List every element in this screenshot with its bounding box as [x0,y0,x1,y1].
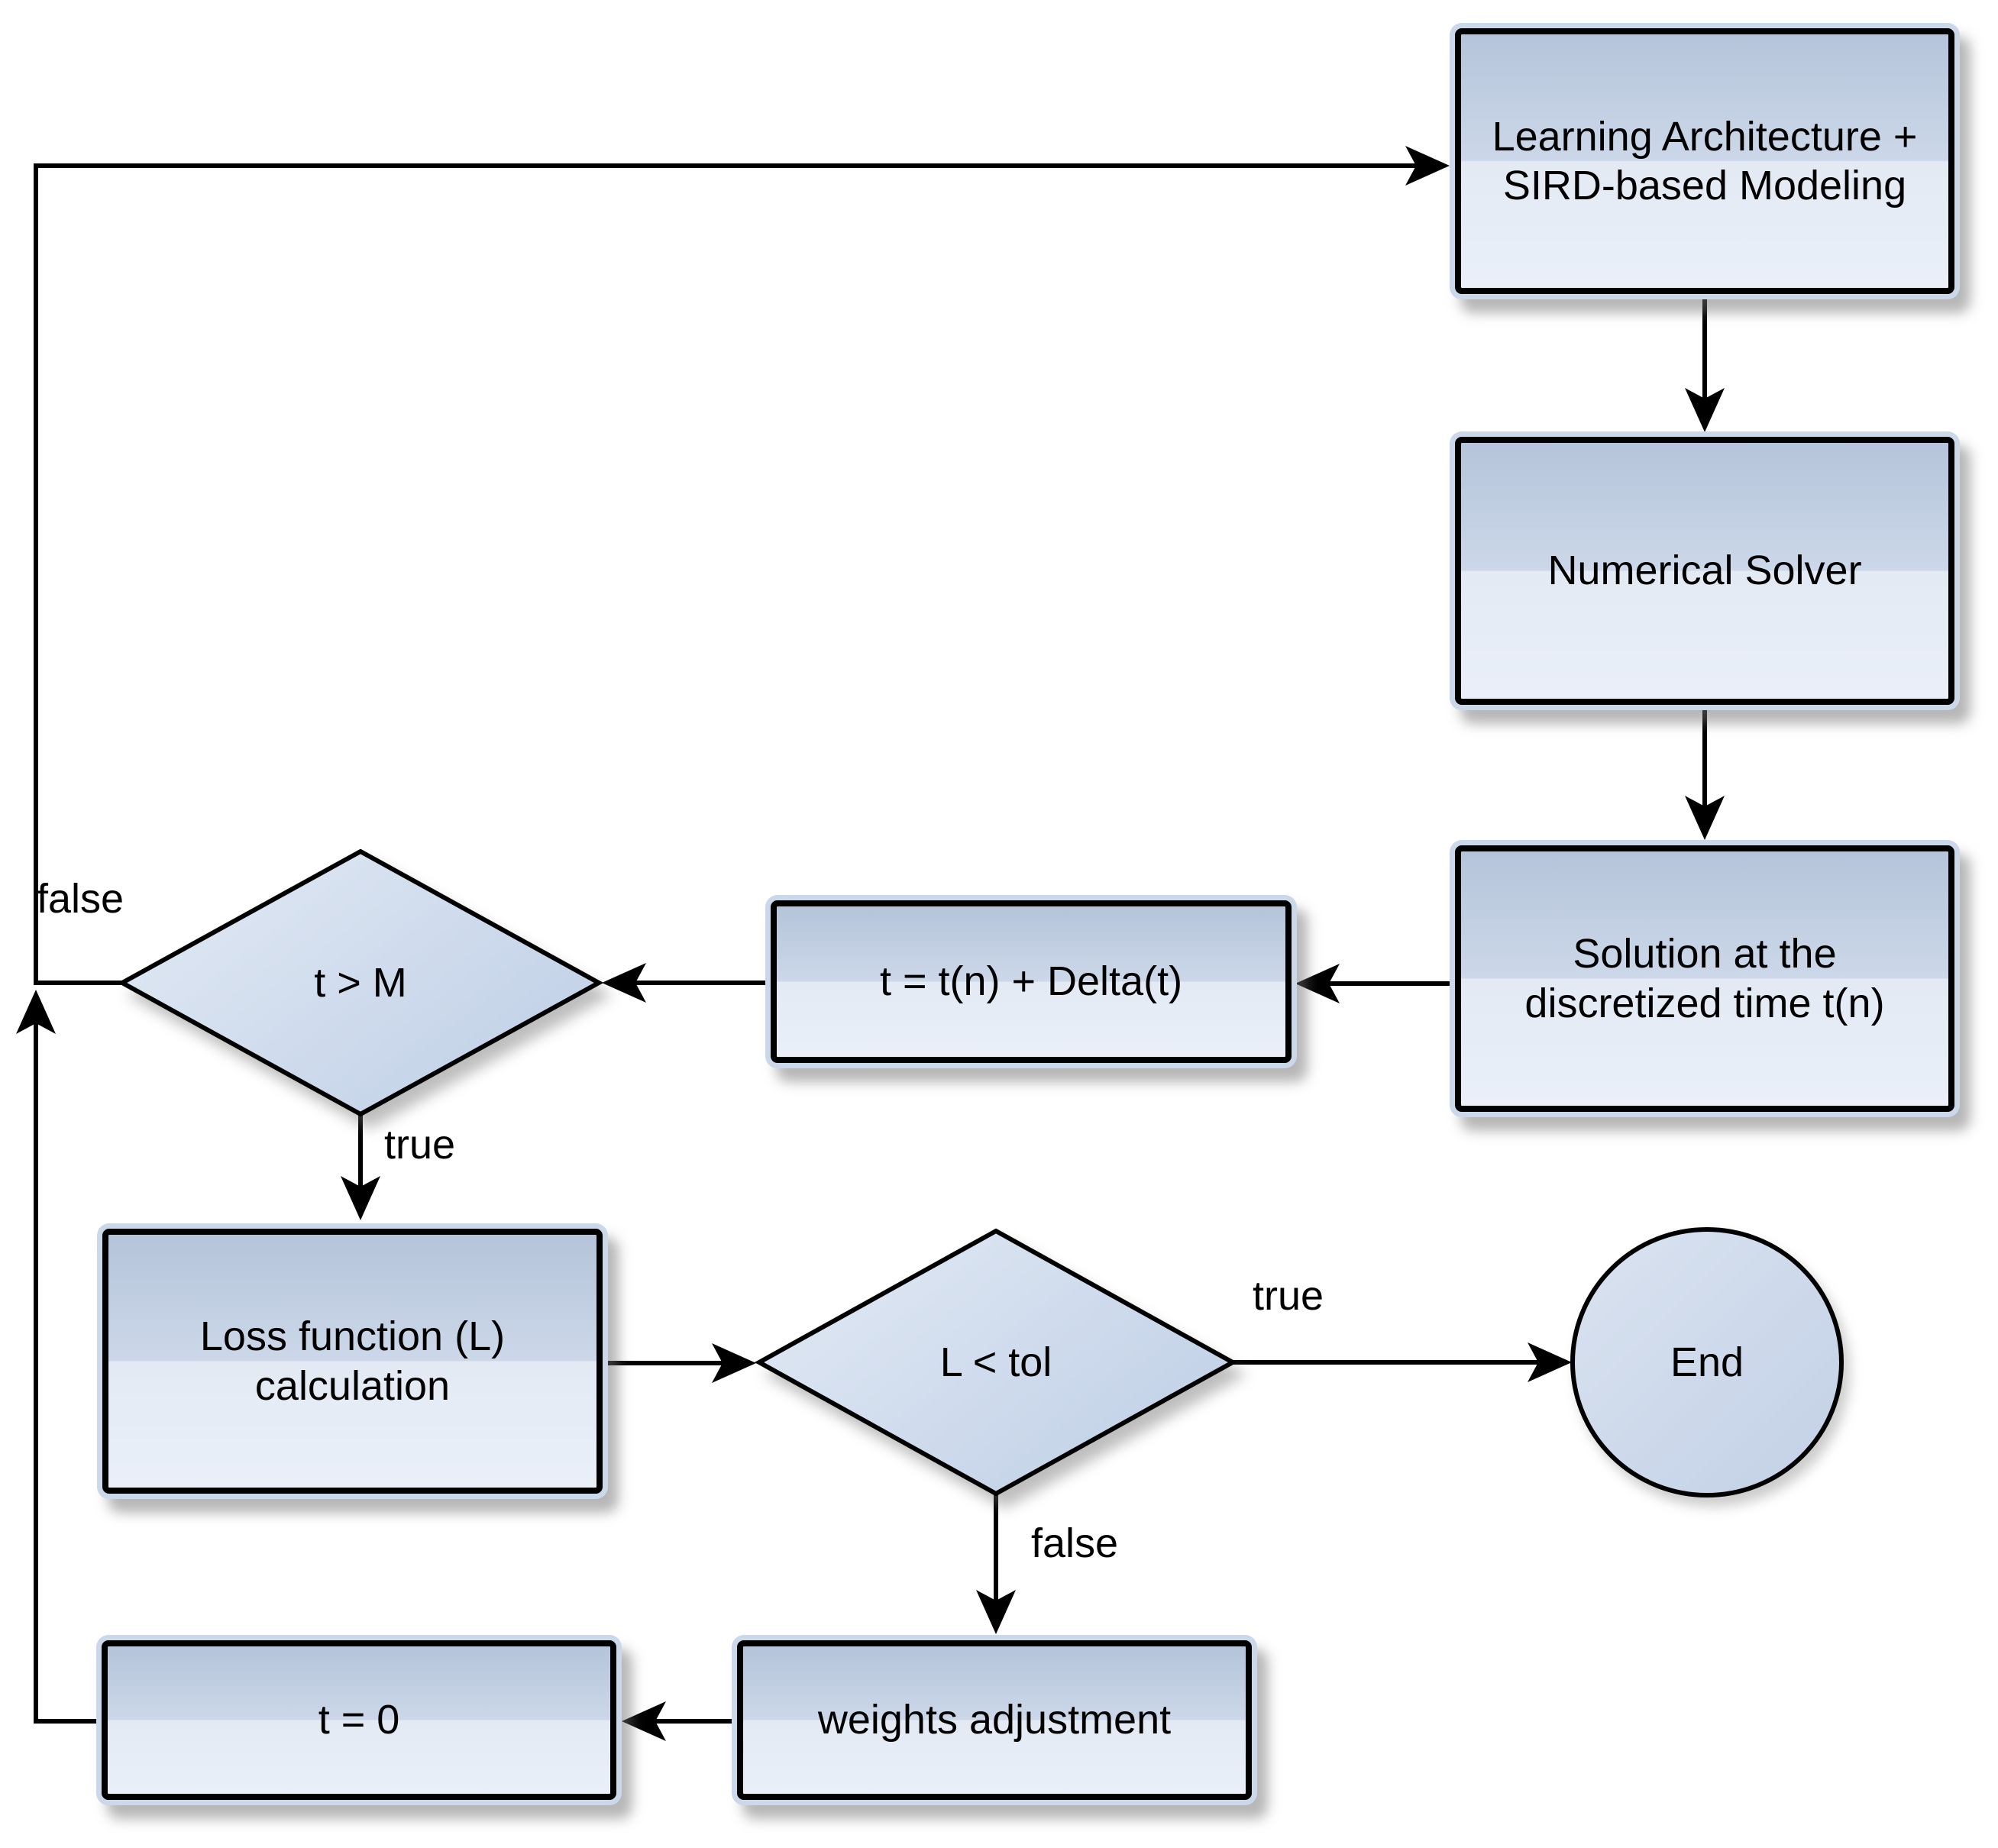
node-reset-t-zero: t = 0 [96,1635,622,1805]
node-body: Learning Architecture + SIRD-based Model… [1455,28,1954,294]
node-learning-architecture: Learning Architecture + SIRD-based Model… [1450,23,1960,299]
node-label: Solution at the discretized time t(n) [1524,931,1885,1026]
edge-solver-to-solution [1685,706,1725,840]
arrowhead-left-icon [1295,964,1340,1003]
node-label: t = t(n) + Delta(t) [879,958,1183,1005]
node-label: Learning Architecture + SIRD-based Model… [1492,113,1918,208]
edge-tol-check-false-to-weights [976,1494,1016,1634]
branch-label-tol-check-false: false [1031,1520,1119,1566]
arrowhead-down-icon [976,1590,1016,1634]
edge-t-check-false-loop-to-learning [34,146,1450,985]
arrowhead-right-icon [1528,1342,1572,1382]
edge-line [34,163,1416,985]
edge-line [34,1023,101,1724]
arrowhead-down-icon [1685,796,1725,840]
terminator-end-circle [1570,1227,1844,1497]
node-label: Numerical Solver [1547,548,1862,594]
node-body: t = t(n) + Delta(t) [771,900,1292,1063]
node-weights-adjustment: weights adjustment [732,1635,1257,1805]
edge-time-update-to-t-check [602,963,770,1003]
node-label: Loss function (L) calculation [199,1313,506,1409]
node-loss-function-calculation: Loss function (L) calculation [97,1223,608,1499]
node-label: weights adjustment [817,1697,1172,1743]
branch-label-tol-check-true: true [1253,1273,1324,1319]
edge-tol-check-true-to-end [1233,1342,1572,1382]
branch-label-t-check-true: true [384,1122,456,1168]
branch-label-t-check-false: false [37,876,124,922]
node-solution-discretized-time: Solution at the discretized time t(n) [1450,840,1960,1117]
arrowhead-right-icon [712,1343,756,1383]
node-body: Solution at the discretized time t(n) [1455,845,1954,1112]
node-body: t = 0 [102,1640,616,1800]
edge-learning-to-solver [1685,296,1725,432]
arrowhead-left-icon [622,1701,666,1741]
decision-t-greater-than-M [117,848,604,1117]
edge-weights-to-reset [622,1701,736,1741]
arrowhead-left-icon [602,963,646,1003]
edge-solution-to-time-update [1295,964,1455,1003]
node-body: weights adjustment [737,1640,1252,1800]
node-numerical-solver: Numerical Solver [1450,431,1960,710]
terminator-end-label: End [1670,1339,1744,1385]
decision-t-check-label: t > M [314,960,407,1006]
edge-loss-to-tol-check [603,1343,756,1383]
node-body: Loss function (L) calculation [102,1229,603,1494]
decision-loss-less-than-tol [754,1228,1238,1497]
decision-tol-check-label: L < tol [939,1339,1052,1385]
node-time-update: t = t(n) + Delta(t) [765,895,1297,1068]
arrowhead-right-icon [1405,146,1450,186]
arrowhead-down-icon [1685,388,1725,432]
edge-reset-to-false-loop [16,990,101,1724]
arrowhead-down-icon [341,1176,380,1220]
edge-t-check-true-to-loss [341,1114,380,1220]
node-body: Numerical Solver [1455,437,1954,705]
node-label: t = 0 [318,1697,400,1743]
arrowhead-up-icon [16,990,56,1034]
